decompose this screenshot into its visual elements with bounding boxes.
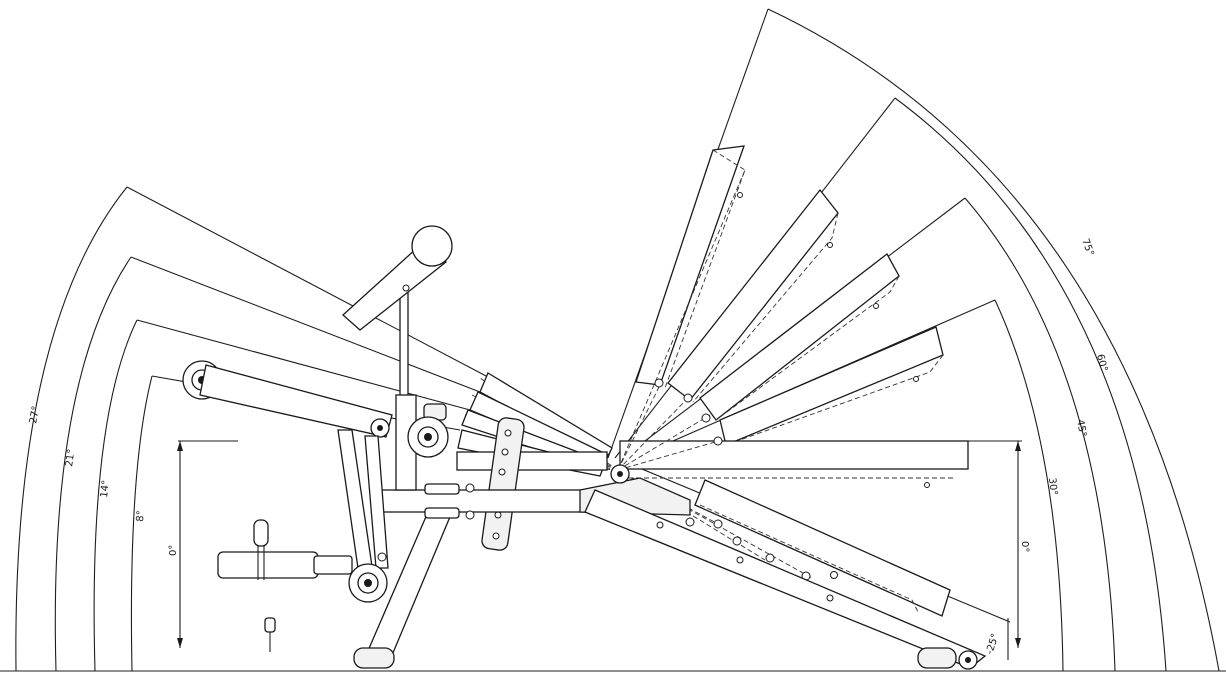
spring-knob-body	[217, 551, 319, 579]
roller-arm	[199, 364, 393, 438]
ray-21	[130, 256, 481, 393]
label-60: 60°	[1094, 353, 1109, 373]
label-0-left: 0°	[168, 545, 179, 556]
back-pad-flat	[619, 440, 969, 470]
link-pin	[732, 536, 742, 546]
link-pin	[654, 378, 664, 388]
main-tube	[374, 489, 596, 513]
bolt-head	[264, 617, 276, 633]
link-pin	[765, 553, 775, 563]
link-pin	[683, 393, 693, 403]
arc-27	[15, 186, 128, 672]
link-pin	[701, 413, 711, 423]
rear-foot	[917, 647, 957, 669]
leg-holder-roller	[411, 225, 453, 267]
bench-frame	[353, 464, 987, 670]
label-30: 30°	[1046, 477, 1059, 496]
label-45: 45°	[1074, 419, 1088, 438]
label-14: 14°	[99, 480, 112, 499]
label-0-right: 0°	[1019, 541, 1030, 552]
leg-holder-upright	[399, 289, 409, 401]
label-minus-25: -25°	[984, 632, 1001, 656]
link-pin	[713, 436, 723, 446]
arc-75	[767, 8, 1220, 672]
label-75: 75°	[1079, 237, 1095, 257]
arc-14	[93, 319, 138, 672]
label-27: 27°	[28, 405, 42, 424]
back-pad-positions	[619, 145, 969, 617]
seat-adjuster-ladder	[481, 417, 525, 551]
ray-27	[126, 186, 489, 378]
left-dimension-arcs	[15, 186, 489, 672]
arc-21	[54, 256, 132, 672]
arc-30	[994, 299, 1064, 672]
seat-pad-positions	[456, 372, 613, 551]
front-foot	[353, 647, 395, 669]
arc-60	[894, 97, 1167, 672]
loose-parts	[217, 519, 353, 652]
leg-roller-arm	[182, 360, 449, 603]
arc-8	[130, 375, 153, 672]
link-pin	[713, 519, 723, 529]
lower-link-rear	[364, 435, 389, 569]
label-8: 8°	[135, 510, 147, 522]
seat-pad-flat	[456, 451, 608, 471]
label-21: 21°	[64, 448, 77, 467]
back-pad-decline	[694, 479, 951, 617]
link-pin	[685, 517, 695, 527]
leg-holder	[342, 225, 453, 491]
arc-45	[964, 197, 1116, 672]
spring-knob-handle	[253, 519, 269, 547]
